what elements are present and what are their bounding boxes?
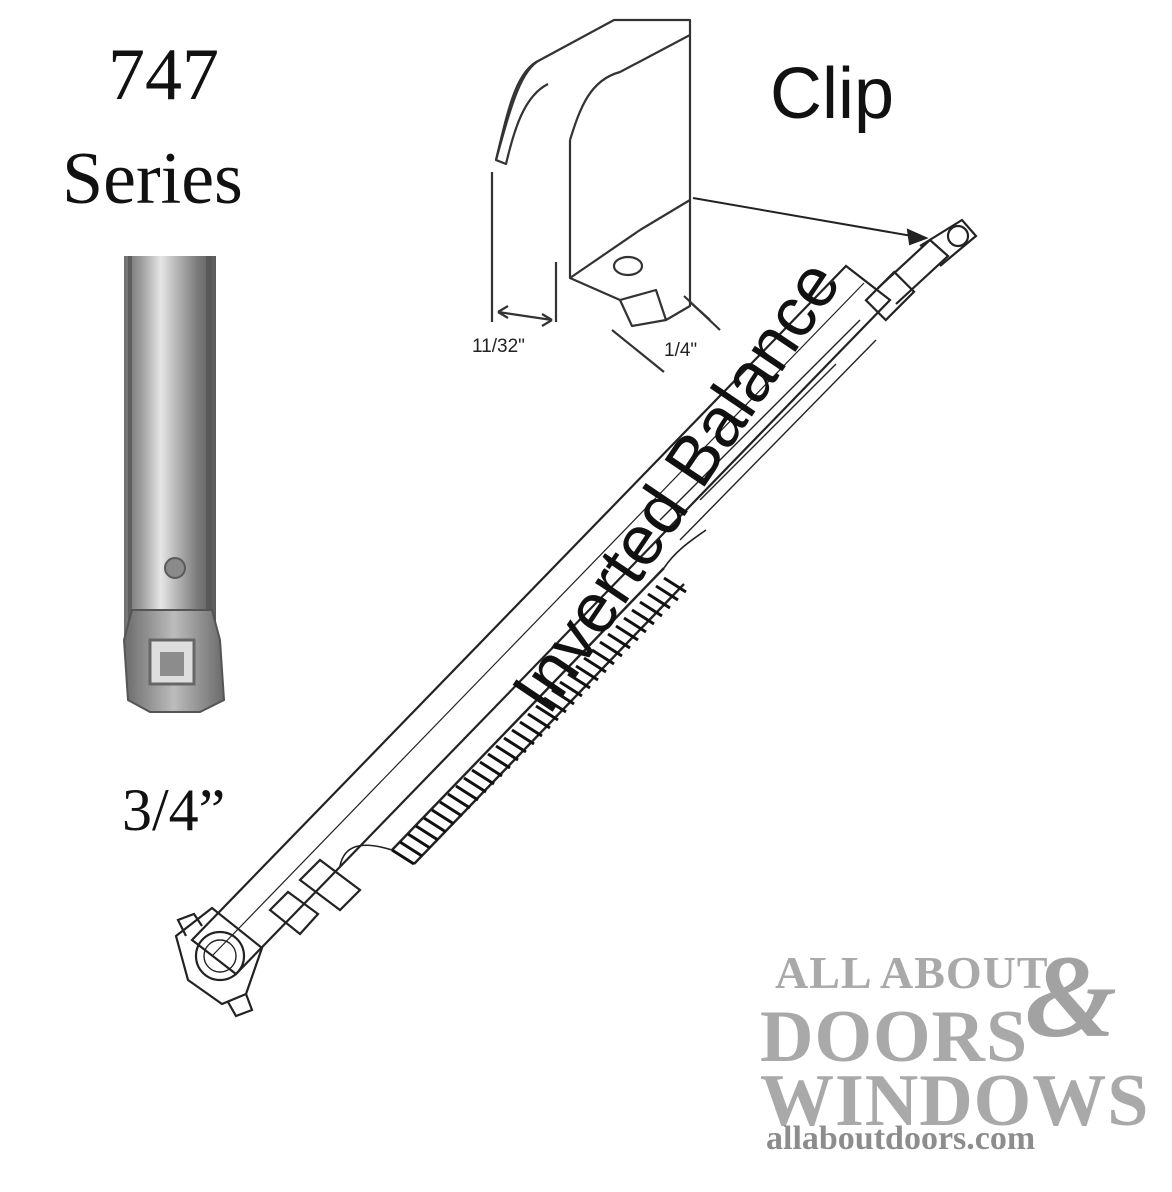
brand-url: allaboutdoors.com bbox=[766, 1120, 1036, 1157]
brand-line-doors: DOORS bbox=[760, 996, 1029, 1078]
brand-line-all-about: ALL ABOUT bbox=[775, 947, 1049, 998]
clip-arrow bbox=[692, 197, 929, 246]
clip-width-dimension: 11/32" bbox=[472, 336, 525, 357]
brand-ampersand: & bbox=[1025, 931, 1117, 1062]
spring-coil bbox=[391, 567, 685, 865]
series-number: 747 bbox=[108, 34, 219, 116]
spring-windings bbox=[391, 576, 687, 866]
series-label: Series bbox=[62, 138, 243, 220]
tube-size-label: 3/4” bbox=[122, 777, 226, 843]
inverted-balance-drawing bbox=[174, 218, 978, 1018]
brand-line-windows: WINDOWS bbox=[760, 1060, 1150, 1142]
clip-drawing bbox=[490, 18, 721, 373]
balance-tube-photo bbox=[122, 256, 226, 713]
clip-label: Clip bbox=[770, 54, 895, 134]
clip-depth-dimension: 1/4" bbox=[664, 340, 698, 361]
bottom-cam-fitting bbox=[174, 906, 264, 1018]
